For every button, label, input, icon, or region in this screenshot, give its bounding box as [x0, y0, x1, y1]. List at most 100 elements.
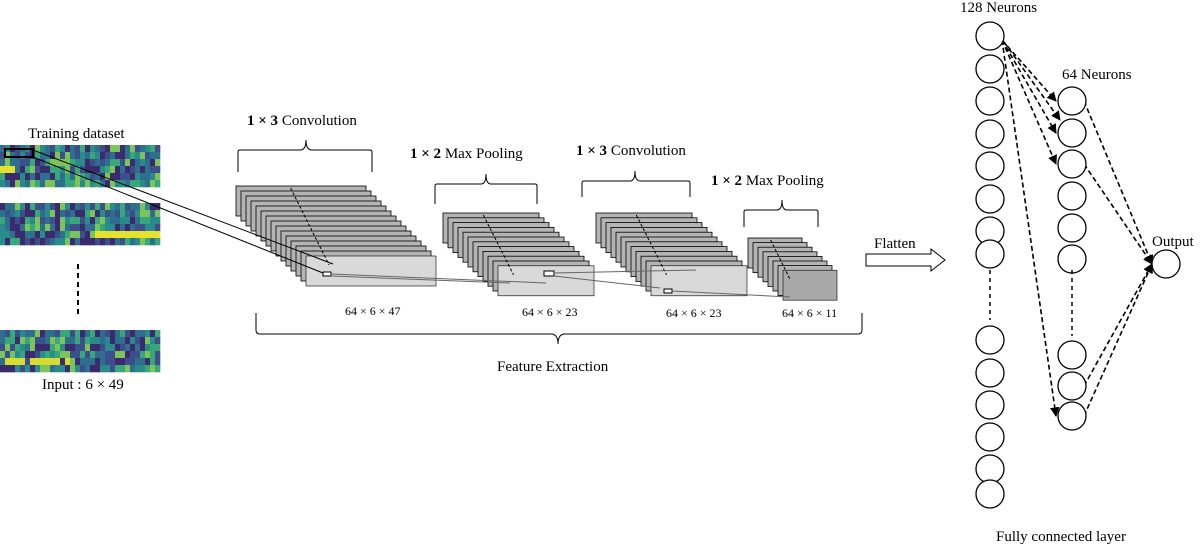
heatmap-cell	[125, 145, 131, 153]
heatmap-cell	[150, 152, 156, 160]
heatmap-cell	[85, 344, 91, 352]
feature-extraction-brace	[255, 313, 863, 345]
heatmap-cell	[110, 217, 116, 225]
heatmap-cell	[90, 210, 96, 218]
heatmap-cell	[15, 351, 21, 359]
heatmap-cell	[40, 238, 46, 246]
heatmap-cell	[105, 180, 111, 188]
heatmap-cell	[155, 166, 161, 174]
pool1-op-label: 1 × 2 Max Pooling	[410, 146, 523, 162]
heatmap-cell	[15, 238, 21, 246]
heatmap-cell	[60, 337, 66, 345]
heatmap-cell	[65, 180, 71, 188]
heatmap-cell	[100, 231, 106, 239]
heatmap-cell	[65, 231, 71, 239]
heatmap-cell	[30, 210, 36, 218]
heatmap-cell	[65, 210, 71, 218]
heatmap-cell	[70, 152, 76, 160]
heatmap-cell	[140, 358, 146, 366]
heatmap-cell	[110, 330, 116, 338]
heatmap-cell	[115, 217, 121, 225]
heatmap-cell	[90, 224, 96, 232]
heatmap-cell	[140, 344, 146, 352]
kernel-box-1	[322, 271, 332, 277]
conn-line-1a	[330, 273, 547, 284]
heatmap-cell	[65, 152, 71, 160]
heatmap-cell	[75, 210, 81, 218]
heatmap-cell	[115, 203, 121, 211]
heatmap-cell	[15, 210, 21, 218]
heatmap-cell	[130, 173, 136, 181]
heatmap-cell	[70, 210, 76, 218]
heatmap-cell	[75, 337, 81, 345]
heatmap-cell	[135, 238, 141, 246]
heatmap-cell	[95, 159, 101, 167]
heatmap-cell	[35, 351, 41, 359]
heatmap-cell	[55, 238, 61, 246]
heatmap-cell	[140, 224, 146, 232]
heatmap-cell	[60, 180, 66, 188]
heatmap-cell	[140, 238, 146, 246]
pool1-feature-stack	[442, 212, 595, 297]
heatmap-cell	[35, 217, 41, 225]
heatmap-cell	[100, 217, 106, 225]
heatmap-cell	[30, 159, 36, 167]
heatmap-cell	[125, 203, 131, 211]
heatmap-cell	[35, 344, 41, 352]
heatmap-cell	[110, 166, 116, 174]
heatmap-cell	[105, 152, 111, 160]
input-window-box	[4, 148, 34, 158]
heatmap-cell	[130, 180, 136, 188]
heatmap-cell	[120, 330, 126, 338]
heatmap-cell	[145, 224, 151, 232]
heatmap-cell	[35, 145, 41, 153]
heatmap-cell	[90, 358, 96, 366]
heatmap-cell	[65, 330, 71, 338]
heatmap-cell	[155, 238, 161, 246]
heatmap-cell	[155, 344, 161, 352]
heatmap-cell	[35, 180, 41, 188]
heatmap-cell	[80, 224, 86, 232]
heatmap-cell	[155, 217, 161, 225]
heatmap-cell	[45, 224, 51, 232]
heatmap-cell	[145, 344, 151, 352]
heatmap-cell	[115, 210, 121, 218]
heatmap-cell	[135, 231, 141, 239]
heatmap-cell	[105, 358, 111, 366]
heatmap-cell	[50, 203, 56, 211]
heatmap-cell	[125, 344, 131, 352]
heatmap-cell	[5, 173, 11, 181]
heatmap-cell	[125, 351, 131, 359]
heatmap-cell	[130, 344, 136, 352]
heatmap-cell	[10, 344, 16, 352]
heatmap-cell	[5, 358, 11, 366]
heatmap-cell	[40, 365, 46, 373]
heatmap-cell	[40, 351, 46, 359]
heatmap-cell	[0, 180, 6, 188]
heatmap-cell	[90, 217, 96, 225]
heatmap-cell	[30, 217, 36, 225]
heatmap-cell	[140, 173, 146, 181]
heatmap-cell	[110, 351, 116, 359]
heatmap-cell	[35, 166, 41, 174]
heatmap-cell	[135, 173, 141, 181]
heatmap-cell	[130, 365, 136, 373]
heatmap-cell	[30, 358, 36, 366]
heatmap-cell	[135, 203, 141, 211]
heatmap-cell	[65, 365, 71, 373]
heatmap-cell	[55, 224, 61, 232]
heatmap-cell	[150, 166, 156, 174]
heatmap-cell	[80, 145, 86, 153]
heatmap-cell	[85, 365, 91, 373]
heatmap-cell	[120, 358, 126, 366]
flatten-label: Flatten	[874, 236, 916, 252]
heatmap-cell	[115, 145, 121, 153]
heatmap-cell	[60, 217, 66, 225]
heatmap-cell	[0, 203, 6, 211]
heatmap-cell	[75, 365, 81, 373]
heatmap-cell	[85, 351, 91, 359]
heatmap-cell	[25, 217, 31, 225]
heatmap-cell	[90, 203, 96, 211]
heatmap-cell	[125, 330, 131, 338]
heatmap-cell	[80, 358, 86, 366]
